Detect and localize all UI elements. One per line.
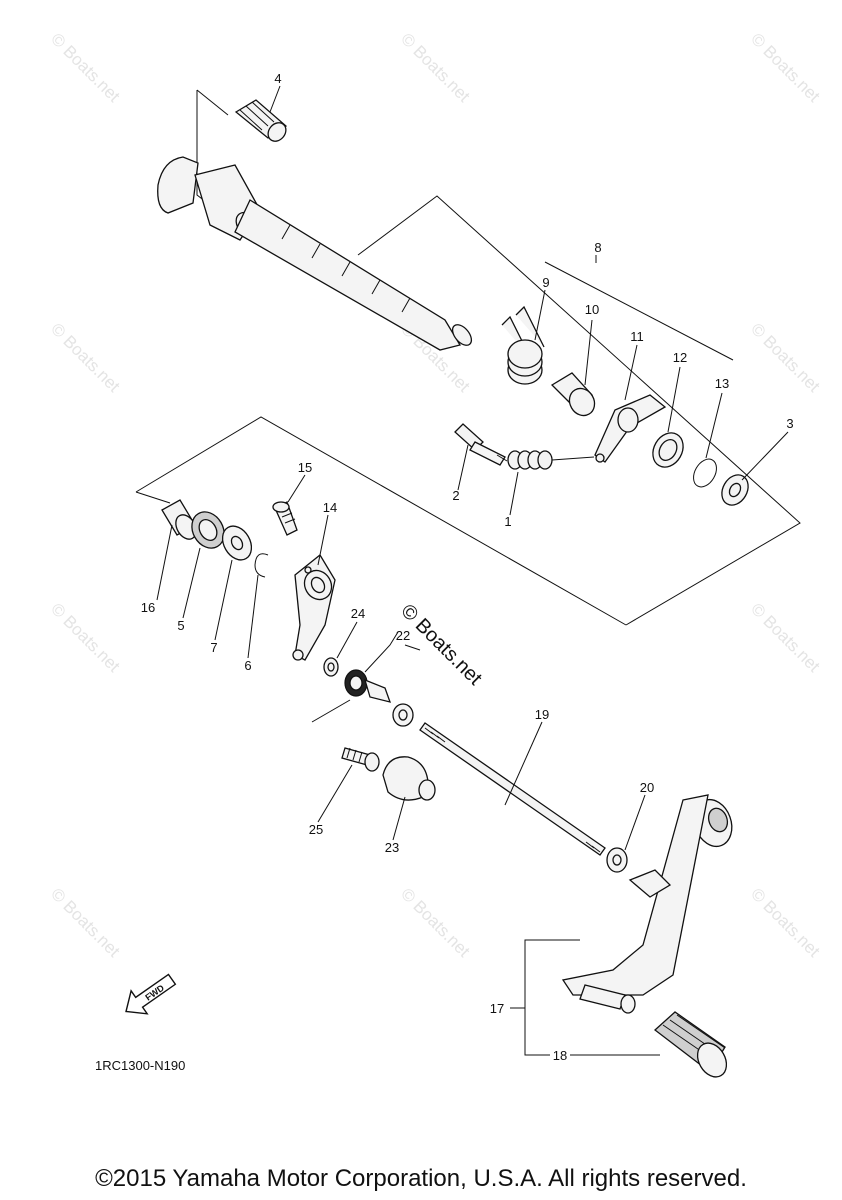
part-1-spring[interactable] xyxy=(496,450,595,470)
callout-13[interactable]: 13 xyxy=(715,376,729,391)
callout-8[interactable]: 8 xyxy=(594,240,601,255)
watermark-text: © Boats.net xyxy=(747,319,824,396)
fwd-arrow-icon: FWD xyxy=(125,973,177,1015)
watermark-text: © Boats.net xyxy=(47,884,124,961)
callout-10[interactable]: 10 xyxy=(585,302,599,317)
callout-7[interactable]: 7 xyxy=(210,640,217,655)
center-watermark: © Boats.net xyxy=(396,600,486,690)
callout-11[interactable]: 11 xyxy=(630,329,644,344)
part-24-nut[interactable] xyxy=(323,657,339,677)
watermark-text: © Boats.net xyxy=(47,29,124,106)
callout-23[interactable]: 23 xyxy=(385,840,399,855)
callout-5[interactable]: 5 xyxy=(177,618,184,633)
part-13-circlip[interactable] xyxy=(689,455,721,491)
watermark-text: © Boats.net xyxy=(747,599,824,676)
part-12-washer[interactable] xyxy=(647,427,689,472)
callout-25[interactable]: 25 xyxy=(309,822,323,837)
watermark-text: © Boats.net xyxy=(47,319,124,396)
part-25-bolt[interactable] xyxy=(341,747,380,772)
part-5-seal[interactable] xyxy=(186,506,231,554)
callout-22[interactable]: 22 xyxy=(396,628,410,643)
callout-4[interactable]: 4 xyxy=(274,71,281,86)
watermark-text: © Boats.net xyxy=(747,884,824,961)
callout-18[interactable]: 18 xyxy=(553,1048,567,1063)
part-6-circlip[interactable] xyxy=(254,553,269,578)
diagram-code: 1RC1300-N190 xyxy=(95,1058,186,1073)
watermark-text: © Boats.net xyxy=(397,29,474,106)
callout-19[interactable]: 19 xyxy=(535,707,549,722)
leader-lines xyxy=(156,85,789,1056)
callout-24[interactable]: 24 xyxy=(351,606,365,621)
callout-17[interactable]: 17 xyxy=(490,1001,504,1016)
callout-2[interactable]: 2 xyxy=(452,488,459,503)
part-17-shift-pedal[interactable] xyxy=(561,794,738,1014)
shift-shaft[interactable] xyxy=(157,156,475,351)
watermark-text: © Boats.net xyxy=(747,29,824,106)
part-3-washer[interactable] xyxy=(717,470,754,510)
watermark-text: © Boats.net xyxy=(397,884,474,961)
copyright-notice: ©2015 Yamaha Motor Corporation, U.S.A. A… xyxy=(95,1165,747,1192)
callout-12[interactable]: 12 xyxy=(673,350,687,365)
part-2-bolt[interactable] xyxy=(454,423,506,466)
callout-15[interactable]: 15 xyxy=(298,460,312,475)
part-10-collar[interactable] xyxy=(550,372,599,420)
callout-9[interactable]: 9 xyxy=(542,275,549,290)
rod-end-nut[interactable] xyxy=(392,703,414,727)
callout-labels: 4 8 9 10 11 12 13 3 2 1 15 14 16 5 7 6 2… xyxy=(141,71,794,1063)
part-7-washer[interactable] xyxy=(217,521,258,565)
callout-20[interactable]: 20 xyxy=(640,780,654,795)
part-11-lever[interactable] xyxy=(594,394,667,463)
callout-16[interactable]: 16 xyxy=(141,600,155,615)
part-14-shift-arm[interactable] xyxy=(292,554,337,661)
part-4-bolt[interactable] xyxy=(234,99,290,145)
part-20-nut[interactable] xyxy=(606,847,628,873)
part-15-bolt[interactable] xyxy=(272,501,298,536)
part-9-spring[interactable] xyxy=(501,305,545,385)
part-22-joint[interactable] xyxy=(344,669,392,703)
watermark-text: © Boats.net xyxy=(47,599,124,676)
callout-1[interactable]: 1 xyxy=(504,514,511,529)
part-23-boot[interactable] xyxy=(382,756,436,801)
assembly-outlines xyxy=(135,89,801,626)
part-18-pedal-rubber[interactable] xyxy=(653,1011,732,1082)
callout-6[interactable]: 6 xyxy=(244,658,251,673)
callout-14[interactable]: 14 xyxy=(323,500,337,515)
callout-3[interactable]: 3 xyxy=(786,416,793,431)
